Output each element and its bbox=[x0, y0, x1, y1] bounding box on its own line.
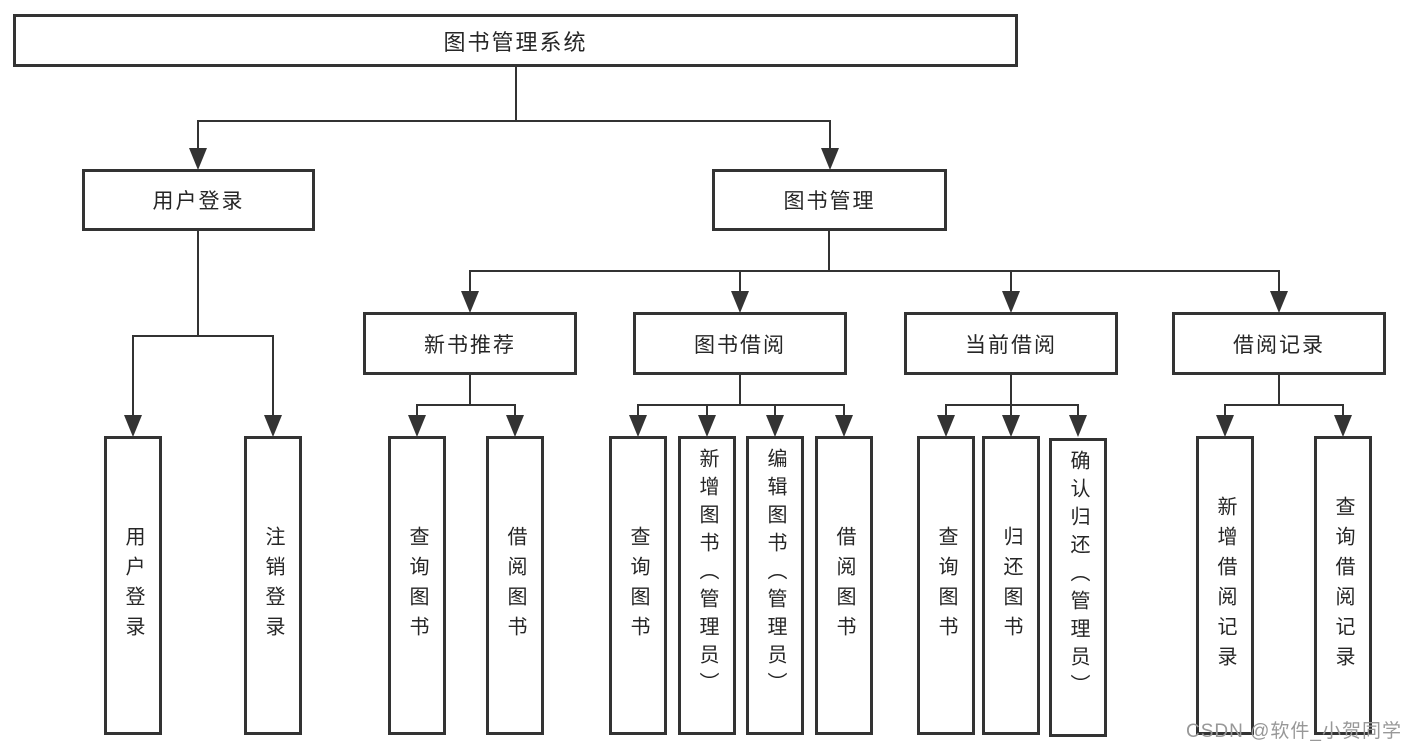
arrow-down-icon bbox=[1069, 415, 1087, 437]
connector-book-management-stem bbox=[828, 230, 830, 272]
arrow-down-icon bbox=[1334, 415, 1352, 437]
connector-borrowing-records-rail bbox=[1224, 404, 1344, 406]
connector-current-borrowing-rail bbox=[945, 404, 1079, 406]
node-label: 借阅记录 bbox=[1233, 333, 1325, 357]
connector-book-borrowing-stem bbox=[739, 374, 741, 406]
node-borrowing-records: 借阅记录 bbox=[1172, 312, 1386, 375]
node-leaf-logout: 注销登录 bbox=[244, 436, 302, 735]
connector-root-stem bbox=[515, 66, 517, 122]
node-label: 查询图书 bbox=[627, 525, 649, 646]
arrow-down-icon bbox=[731, 291, 749, 313]
arrow-down-icon bbox=[698, 415, 716, 437]
connector-drop-new-book bbox=[469, 270, 471, 293]
connector-drop-current-borrowing bbox=[1010, 270, 1012, 293]
node-leaf-query-books-current: 查询图书 bbox=[917, 436, 975, 735]
connector-drop-leaf-user-login bbox=[132, 335, 134, 417]
arrow-down-icon bbox=[937, 415, 955, 437]
node-label: 编辑图书（管理员） bbox=[764, 448, 786, 700]
arrow-down-icon bbox=[835, 415, 853, 437]
connector-borrowing-records-stem bbox=[1278, 374, 1280, 406]
node-label: 图书借阅 bbox=[694, 333, 786, 357]
connector-drop-leaf-logout bbox=[272, 335, 274, 417]
node-label: 用户登录 bbox=[152, 190, 245, 213]
node-leaf-add-borrow-record: 新增借阅记录 bbox=[1196, 436, 1254, 735]
connector-level3-rail bbox=[469, 270, 1280, 272]
connector-book-borrowing-rail bbox=[637, 404, 845, 406]
connector-drop-book-management bbox=[829, 120, 831, 150]
arrow-down-icon bbox=[408, 415, 426, 437]
csdn-watermark: CSDN @软件_小贺同学 bbox=[1186, 721, 1402, 742]
node-book-borrowing: 图书借阅 bbox=[633, 312, 847, 375]
node-leaf-query-books-recommend: 查询图书 bbox=[388, 436, 446, 735]
node-library-management-system: 图书管理系统 bbox=[13, 14, 1018, 67]
connector-drop bbox=[945, 404, 947, 417]
connector-level2-rail bbox=[197, 120, 831, 122]
arrow-down-icon bbox=[124, 415, 142, 437]
node-leaf-query-borrow-record: 查询借阅记录 bbox=[1314, 436, 1372, 735]
arrow-down-icon bbox=[629, 415, 647, 437]
connector-drop bbox=[1077, 404, 1079, 417]
node-label: 新书推荐 bbox=[424, 333, 516, 357]
node-leaf-user-login: 用户登录 bbox=[104, 436, 162, 735]
node-new-book-recommend: 新书推荐 bbox=[363, 312, 577, 375]
arrow-down-icon bbox=[1216, 415, 1234, 437]
node-label: 查询图书 bbox=[935, 525, 957, 646]
connector-user-login-rail bbox=[132, 335, 274, 337]
node-leaf-query-books-borrowing: 查询图书 bbox=[609, 436, 667, 735]
node-leaf-borrow-books-borrowing: 借阅图书 bbox=[815, 436, 873, 735]
connector-drop bbox=[416, 404, 418, 417]
node-label: 确认归还（管理员） bbox=[1067, 450, 1089, 702]
node-label: 新增借阅记录 bbox=[1214, 495, 1236, 676]
arrow-down-icon bbox=[1270, 291, 1288, 313]
node-book-management: 图书管理 bbox=[712, 169, 947, 231]
connector-new-book-rail bbox=[416, 404, 516, 406]
node-label: 当前借阅 bbox=[965, 333, 1057, 357]
node-label: 注销登录 bbox=[262, 525, 284, 646]
arrow-down-icon bbox=[461, 291, 479, 313]
node-label: 查询图书 bbox=[406, 525, 428, 646]
node-label: 借阅图书 bbox=[833, 525, 855, 646]
connector-user-login-stem bbox=[197, 230, 199, 337]
arrow-down-icon bbox=[506, 415, 524, 437]
node-leaf-borrow-books-recommend: 借阅图书 bbox=[486, 436, 544, 735]
node-label: 新增图书（管理员） bbox=[696, 448, 718, 700]
node-label: 图书管理系统 bbox=[443, 29, 588, 55]
connector-drop-book-borrowing bbox=[739, 270, 741, 293]
node-current-borrowing: 当前借阅 bbox=[904, 312, 1118, 375]
connector-drop bbox=[1224, 404, 1226, 417]
node-leaf-add-books-admin: 新增图书（管理员） bbox=[678, 436, 736, 735]
connector-drop bbox=[514, 404, 516, 417]
arrow-down-icon bbox=[766, 415, 784, 437]
connector-drop bbox=[1010, 404, 1012, 417]
connector-drop bbox=[706, 404, 708, 417]
node-label: 归还图书 bbox=[1000, 525, 1022, 646]
connector-drop bbox=[1342, 404, 1344, 417]
node-label: 图书管理 bbox=[783, 190, 876, 213]
arrow-down-icon bbox=[821, 148, 839, 170]
connector-drop-user-login bbox=[197, 120, 199, 150]
connector-drop-borrowing-records bbox=[1278, 270, 1280, 293]
connector-drop bbox=[843, 404, 845, 417]
node-label: 借阅图书 bbox=[504, 525, 526, 646]
connector-drop bbox=[637, 404, 639, 417]
node-user-login: 用户登录 bbox=[82, 169, 315, 231]
arrow-down-icon bbox=[1002, 415, 1020, 437]
node-label: 查询借阅记录 bbox=[1332, 495, 1354, 676]
connector-drop bbox=[774, 404, 776, 417]
connector-current-borrowing-stem bbox=[1010, 374, 1012, 406]
arrow-down-icon bbox=[264, 415, 282, 437]
arrow-down-icon bbox=[189, 148, 207, 170]
connector-new-book-stem bbox=[469, 374, 471, 406]
node-label: 用户登录 bbox=[122, 525, 144, 646]
node-leaf-edit-books-admin: 编辑图书（管理员） bbox=[746, 436, 804, 735]
node-leaf-confirm-return-admin: 确认归还（管理员） bbox=[1049, 438, 1107, 737]
node-leaf-return-books: 归还图书 bbox=[982, 436, 1040, 735]
arrow-down-icon bbox=[1002, 291, 1020, 313]
